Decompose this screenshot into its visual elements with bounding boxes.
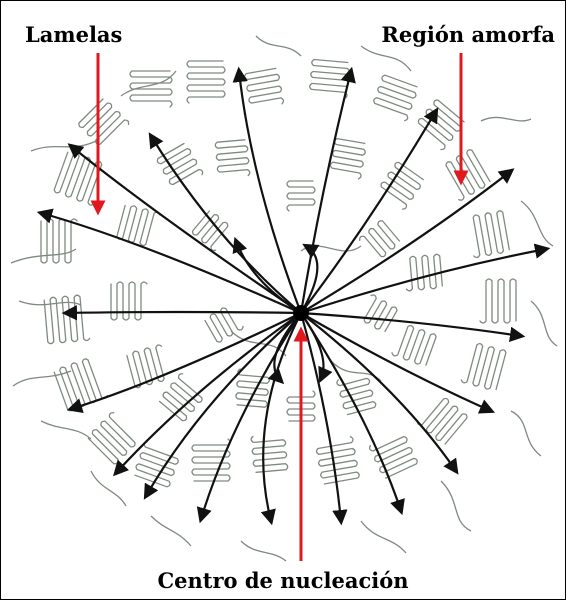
lamella-fold xyxy=(331,139,366,179)
lamella-fold xyxy=(287,181,315,211)
lamella-fold xyxy=(187,61,225,103)
lamella-fold xyxy=(215,140,250,176)
region-amorfa-label: Región amorfa xyxy=(381,22,555,47)
lamella-fold xyxy=(473,211,509,258)
lamella-fold xyxy=(88,413,135,464)
lamella-fold xyxy=(193,211,228,250)
lamella-fold xyxy=(461,344,506,390)
lamella-fold xyxy=(54,359,107,411)
lamella-fold xyxy=(79,99,129,144)
lamella-fold xyxy=(417,399,466,444)
lamella-fold xyxy=(360,221,400,257)
lamella-fold xyxy=(419,100,464,149)
lamella-fold xyxy=(192,439,230,481)
lamella-fold xyxy=(370,437,418,479)
lamella-fold xyxy=(111,282,147,320)
lamella-fold xyxy=(374,75,417,120)
lamella-fold xyxy=(480,279,516,323)
lamella-fold xyxy=(160,374,202,421)
growth-arrow xyxy=(301,71,351,313)
growth-arrow xyxy=(301,111,436,313)
lamella-fold xyxy=(41,219,77,263)
polymer-chains xyxy=(41,60,516,487)
lamella-fold xyxy=(54,152,101,205)
growth-arrow xyxy=(71,146,301,313)
growth-arrow xyxy=(66,312,301,313)
lamelas-label: Lamelas xyxy=(25,22,122,47)
growth-arrow xyxy=(301,171,511,313)
lamella-fold xyxy=(364,295,397,331)
lamella-fold xyxy=(251,436,288,472)
growth-arrow xyxy=(236,241,301,313)
lamella-fold xyxy=(310,60,349,99)
centro-nucleacion-label: Centro de nucleación xyxy=(1,568,565,593)
lamella-fold xyxy=(317,437,360,484)
nucleation-center-dot xyxy=(293,305,309,321)
lamella-fold xyxy=(381,162,423,209)
lamella-fold xyxy=(245,68,284,103)
growth-arrow xyxy=(301,313,401,511)
lamella-fold xyxy=(392,326,436,365)
